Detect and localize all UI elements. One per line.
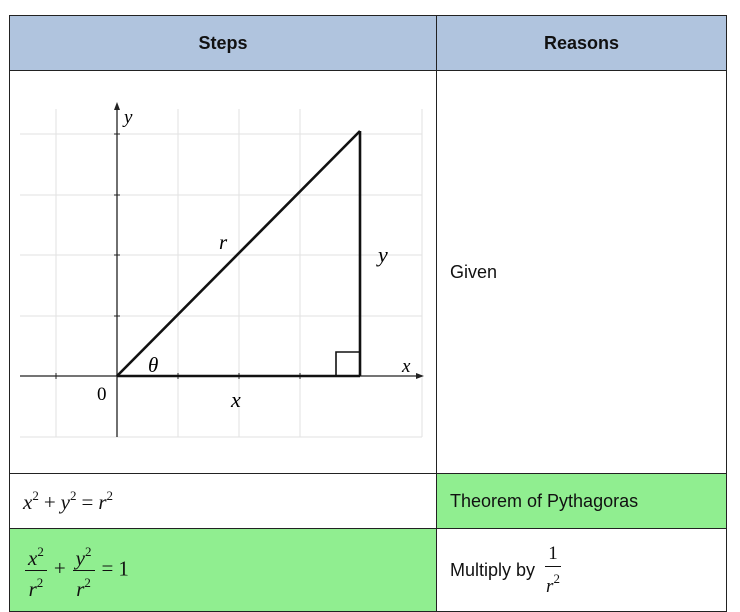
exponent: 2 — [37, 543, 44, 559]
exponent: 2 — [36, 574, 44, 590]
exponent: 2 — [553, 570, 560, 586]
term-r: r — [98, 489, 107, 514]
exponent: 2 — [85, 543, 92, 559]
fraction-one-over-r: 1 r2 — [543, 542, 563, 599]
grid — [20, 109, 423, 438]
term-one: 1 — [118, 555, 129, 580]
numerator-y: y — [75, 545, 85, 570]
steps-header: Steps — [9, 15, 437, 71]
numerator-x: x — [28, 545, 38, 570]
denominator-r: r — [76, 576, 85, 601]
fraction-x-over-r: x2 r2 — [25, 540, 47, 601]
table-row: y x 0 r y x θ Given — [9, 70, 727, 474]
denominator-r: r — [28, 576, 37, 601]
right-angle-marker — [335, 351, 360, 376]
vertical-side-label: y — [376, 242, 388, 267]
exponent: 2 — [32, 487, 39, 503]
normalized-equation: x2 r2 + y2 r2 =1 — [9, 528, 437, 612]
reason-multiply: Multiply by 1 r2 — [436, 528, 727, 612]
diagram-cell: y x 0 r y x θ — [9, 70, 437, 474]
x-axis-label: x — [401, 356, 411, 377]
y-axis-arrow-icon — [114, 102, 120, 110]
proof-table: Steps Reasons — [9, 15, 727, 612]
header-row: Steps Reasons — [9, 15, 727, 71]
right-triangle — [116, 130, 362, 378]
y-axis-label: y — [122, 107, 133, 128]
multiply-by-label: Multiply by — [450, 559, 536, 580]
angle-label: θ — [148, 353, 158, 377]
horizontal-side-label: x — [230, 387, 241, 412]
reason-given: Given — [436, 70, 727, 474]
x-axis-arrow-icon — [416, 373, 424, 379]
plus-sign: + — [43, 489, 56, 514]
table-row: x2 r2 + y2 r2 =1 Multiply by 1 r2 — [9, 528, 727, 612]
reason-pythagoras: Theorem of Pythagoras — [436, 473, 727, 529]
hypotenuse-label: r — [219, 230, 228, 254]
equals-sign: = — [81, 489, 94, 514]
hypotenuse — [116, 130, 361, 377]
term-x: x — [23, 489, 33, 514]
exponent: 2 — [106, 487, 114, 503]
plus-sign: + — [53, 555, 66, 580]
pythagoras-equation: x2+y2=r2 — [9, 473, 437, 529]
exponent: 2 — [84, 574, 91, 590]
origin-label: 0 — [97, 384, 107, 405]
fraction-y-over-r: y2 r2 — [72, 540, 95, 601]
reasons-header: Reasons — [436, 15, 727, 71]
exponent: 2 — [70, 487, 77, 503]
numerator-one: 1 — [545, 542, 561, 567]
triangle-diagram: y x 0 r y x θ — [20, 102, 424, 438]
equals-sign: = — [101, 555, 114, 580]
denominator-r: r — [546, 575, 554, 597]
table-row: x2+y2=r2 Theorem of Pythagoras — [9, 473, 727, 529]
term-y: y — [60, 489, 70, 514]
